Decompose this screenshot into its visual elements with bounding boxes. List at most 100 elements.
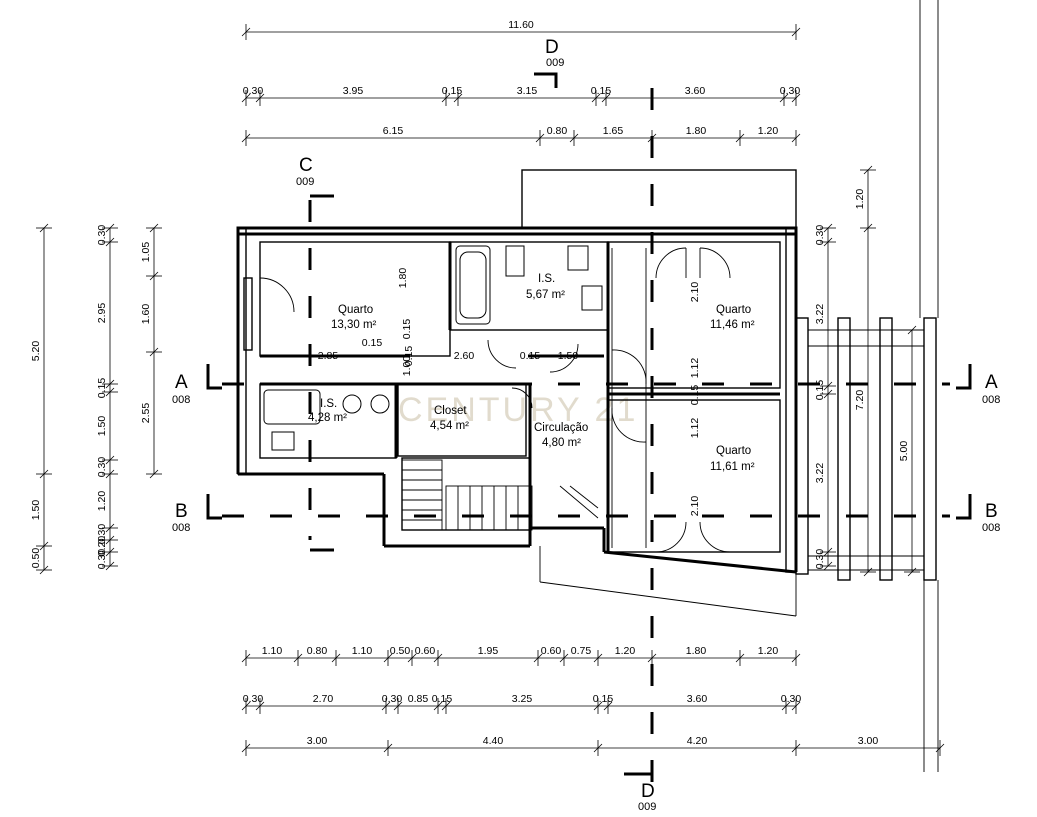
section-cut-lines	[222, 88, 950, 790]
sink-icon	[370, 394, 390, 414]
dimension-label: 4.40	[483, 735, 504, 747]
dim-left-mid: 0.302.950.151.500.301.200.300.200.30	[96, 223, 118, 571]
dimension-label: 0.30	[96, 524, 108, 545]
dimension-label: 2.55	[140, 403, 152, 424]
dimension-label: 0.15	[401, 319, 413, 340]
dimension-label: 0.80	[547, 125, 568, 137]
dimension-label: 2.60	[454, 350, 475, 362]
dimension-label: 2.95	[96, 303, 108, 324]
dimension-label: 1.20	[854, 189, 866, 210]
dim-left-inner: 1.051.602.55	[140, 223, 162, 479]
dimension-label: 0.15	[362, 337, 383, 349]
dimension-label: 1.20	[96, 491, 108, 512]
dimension-label: 1.50	[558, 350, 579, 362]
dimension-label: 0.30	[781, 693, 802, 705]
sink-icon	[581, 285, 603, 311]
dimension-label: 0.30	[243, 85, 264, 97]
svg-text:11,46 m²: 11,46 m²	[710, 319, 755, 331]
svg-text:13,30 m²: 13,30 m²	[331, 319, 377, 331]
svg-text:009: 009	[296, 176, 314, 188]
dimension-label: 1.20	[615, 645, 636, 657]
svg-text:A: A	[175, 372, 188, 393]
dimension-label: 0.30	[382, 693, 403, 705]
section-marker-c: C 009	[296, 155, 334, 552]
dimension-label: 1.80	[686, 645, 707, 657]
room-is-1: I.S. 5,67 m²	[526, 273, 565, 301]
dimension-label: 0.15	[593, 693, 614, 705]
svg-text:B: B	[175, 501, 188, 522]
dim-right-inner: 0.303.220.153.220.30	[814, 223, 836, 571]
dimension-label: 3.15	[517, 85, 538, 97]
dimension-label: 1.65	[603, 125, 624, 137]
svg-text:D: D	[545, 37, 559, 58]
dim-top-overall: 11.60	[241, 19, 801, 40]
dimension-label: 0.60	[415, 645, 436, 657]
svg-text:Quarto: Quarto	[716, 445, 751, 457]
dimension-label: 2.10	[689, 282, 701, 303]
dimension-label: 0.30	[96, 457, 108, 478]
dimension-label: 3.95	[343, 85, 364, 97]
dimension-label: 5.00	[898, 441, 910, 462]
section-marker-a-right: A 008	[956, 364, 1000, 406]
svg-text:11,61 m²: 11,61 m²	[710, 461, 755, 473]
dimension-label: 3.25	[512, 693, 533, 705]
svg-text:I.S.: I.S.	[320, 398, 337, 410]
dimension-label: 1.20	[758, 645, 779, 657]
svg-text:009: 009	[546, 57, 564, 69]
dim-right-mid: 1.20 7.20	[854, 165, 876, 577]
bathtub-icon	[263, 389, 321, 425]
svg-text:B: B	[985, 501, 998, 522]
doors	[243, 247, 731, 553]
svg-text:008: 008	[172, 394, 190, 406]
dimension-label: 1.05	[140, 242, 152, 263]
dimension-label: 0.15	[432, 693, 453, 705]
staircase	[401, 459, 599, 531]
svg-text:4,80 m²: 4,80 m²	[542, 437, 581, 449]
room-quarto-2: Quarto 11,46 m²	[710, 304, 755, 331]
toilet-icon	[505, 245, 525, 277]
dimension-label: 1.50	[96, 416, 108, 437]
dimension-label: 1.95	[478, 645, 499, 657]
svg-text:008: 008	[982, 522, 1000, 534]
dimension-label: 3.00	[307, 735, 328, 747]
section-marker-b-right: B 008	[956, 494, 1000, 534]
dimension-label: 0.30	[96, 225, 108, 246]
dimension-label: 1.12	[689, 418, 701, 439]
dimension-label: 3.22	[814, 463, 826, 484]
svg-text:Closet: Closet	[434, 405, 467, 417]
exterior-walls	[236, 169, 798, 574]
room-labels: Quarto 13,30 m² I.S. 5,67 m² Quarto 11,46 m…	[308, 273, 755, 473]
dimension-label: 4.20	[687, 735, 708, 747]
svg-text:4,28 m²: 4,28 m²	[308, 412, 347, 424]
dimension-label: 0.15	[442, 85, 463, 97]
svg-text:A: A	[985, 372, 998, 393]
svg-text:Quarto: Quarto	[716, 304, 751, 316]
svg-text:008: 008	[172, 522, 190, 534]
dimension-label: 2.70	[313, 693, 334, 705]
dim-left-outer: 5.201.500.50	[30, 223, 52, 575]
dimension-label: 7.20	[854, 390, 866, 411]
section-marker-d-top: D 009	[534, 37, 564, 88]
svg-text:5,67 m²: 5,67 m²	[526, 289, 565, 301]
dimension-label: 0.15	[591, 85, 612, 97]
dimension-label: 0.15	[96, 378, 108, 399]
dimension-label: 0.50	[390, 645, 411, 657]
dimension-label: 0.20	[96, 536, 108, 557]
dimension-label: 6.15	[383, 125, 404, 137]
dimension-label: 1.12	[689, 358, 701, 379]
dimension-label: 0.15	[689, 385, 701, 406]
svg-text:D: D	[641, 781, 655, 802]
dim-bottom-row3: 3.00 4.40 4.20 3.00	[241, 735, 945, 756]
dimension-label: 0.50	[30, 548, 42, 569]
dimension-label: 5.20	[30, 341, 42, 362]
dimension-label: 0.15	[520, 350, 541, 362]
toilet-icon	[271, 431, 295, 451]
dimension-label: 3.00	[858, 735, 879, 747]
dimension-label: 0.75	[571, 645, 592, 657]
bathroom-fixtures	[263, 245, 603, 451]
svg-text:I.S.: I.S.	[538, 273, 555, 285]
